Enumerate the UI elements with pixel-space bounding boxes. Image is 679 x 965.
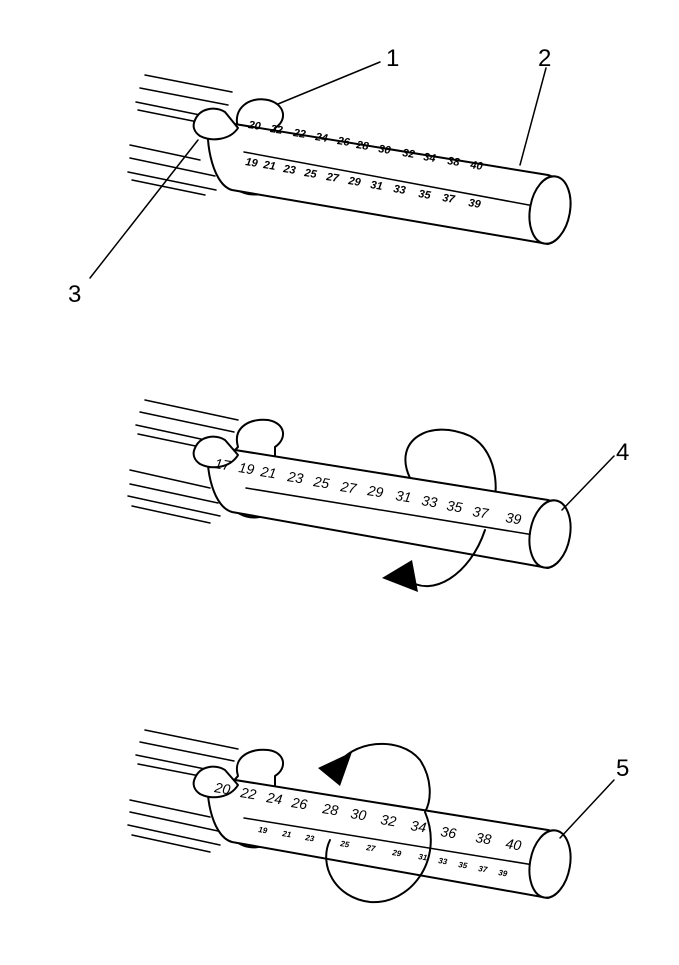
scale-label: 25 <box>312 473 331 491</box>
scale-label: 34 <box>423 151 437 165</box>
gauge-rod-top <box>206 119 568 245</box>
scale-label: 19 <box>238 459 256 477</box>
scale-label: 33 <box>438 856 449 866</box>
scale-middle: 17 19 21 23 25 27 29 31 33 35 37 39 <box>214 455 523 527</box>
rotate-counterclockwise-arrow-icon <box>382 560 418 592</box>
scale-label: 38 <box>447 155 462 169</box>
locating-tab-top <box>192 107 239 141</box>
scale-label: 22 <box>269 123 284 137</box>
scale-label: 26 <box>336 135 352 149</box>
scale-label: 21 <box>259 463 278 481</box>
rotate-clockwise-arrow-icon <box>318 752 352 786</box>
scale-label: 35 <box>418 188 433 202</box>
scale-label: 27 <box>365 843 377 854</box>
callout-5: 5 <box>616 755 629 782</box>
scale-label: 39 <box>505 509 523 527</box>
scale-label: 39 <box>468 197 483 211</box>
scale-label: 28 <box>321 800 340 818</box>
locating-tab-bottom <box>192 765 239 799</box>
scale-label: 28 <box>355 139 371 153</box>
scale-label: 21 <box>262 159 277 173</box>
scale-label: 24 <box>265 789 284 807</box>
scale-label: 37 <box>472 503 491 521</box>
scale-label: 21 <box>281 829 293 840</box>
callout-4: 4 <box>616 439 629 466</box>
callout-3: 3 <box>68 281 81 308</box>
scale-label: 29 <box>366 482 385 500</box>
scale-label: 30 <box>378 143 393 157</box>
shaft-lines-top <box>127 74 233 196</box>
scale-label: 31 <box>395 487 413 505</box>
shaft-lines-bottom <box>127 729 239 853</box>
scale-label: 29 <box>391 848 403 859</box>
scale-label: 23 <box>282 163 297 177</box>
scale-label: 19 <box>245 156 260 170</box>
scale-label: 32 <box>402 147 416 161</box>
scale-label: 19 <box>258 825 269 835</box>
scale-label: 36 <box>440 823 458 841</box>
scale-label: 39 <box>498 868 509 878</box>
scale-label: 22 <box>239 784 258 802</box>
leader-line-5 <box>559 779 615 839</box>
scale-label: 30 <box>350 805 368 823</box>
scale-label: 32 <box>380 811 398 829</box>
scale-label: 34 <box>410 817 428 835</box>
scale-label: 35 <box>446 497 464 515</box>
scale-label: 23 <box>304 833 316 844</box>
scale-label: 23 <box>286 468 305 486</box>
leader-line-4 <box>561 455 615 511</box>
scale-label: 29 <box>347 175 363 189</box>
leader-line-3 <box>89 139 199 279</box>
scale-label: 31 <box>370 179 384 193</box>
shaft-lines-middle <box>127 399 239 524</box>
scale-upper-bottom: 20 22 24 26 28 30 32 34 36 38 40 <box>213 779 523 853</box>
gauge-assembly-middle: 17 19 21 23 25 27 29 31 33 35 37 39 4 <box>127 399 629 592</box>
scale-label: 25 <box>339 839 351 850</box>
scale-label: 33 <box>421 492 439 510</box>
leader-line-2 <box>519 67 547 166</box>
scale-label: 27 <box>325 171 341 185</box>
scale-label: 17 <box>214 455 233 473</box>
gauge-assembly-top: 20 22 22 24 26 28 30 32 34 38 40 19 21 2… <box>68 45 572 308</box>
callout-1: 1 <box>386 45 399 72</box>
scale-lower-top: 19 21 23 25 27 29 31 33 35 37 39 <box>245 156 483 211</box>
scale-label: 38 <box>475 829 493 847</box>
scale-label: 40 <box>469 159 485 173</box>
scale-label: 20 <box>247 119 263 133</box>
scale-label: 24 <box>314 131 329 145</box>
scale-lower-bottom: 19 21 23 25 27 29 31 33 35 37 39 <box>258 825 509 878</box>
scale-label: 22 <box>292 127 307 141</box>
scale-label: 33 <box>393 183 407 197</box>
scale-label: 25 <box>303 167 319 181</box>
scale-label: 40 <box>505 835 523 853</box>
scale-upper-top: 20 22 22 24 26 28 30 32 34 38 40 <box>247 119 485 173</box>
locating-tab-middle <box>192 435 239 469</box>
gauge-assembly-bottom: 20 22 24 26 28 30 32 34 36 38 40 19 21 2… <box>127 729 629 904</box>
scale-label: 35 <box>458 860 469 870</box>
scale-label: 37 <box>478 864 489 874</box>
leader-line-1 <box>277 61 381 105</box>
scale-label: 26 <box>290 794 309 812</box>
scale-label: 20 <box>213 779 232 797</box>
scale-label: 37 <box>442 192 457 206</box>
callout-2: 2 <box>538 45 551 72</box>
scale-label: 27 <box>339 478 359 497</box>
scale-label: 31 <box>418 852 429 862</box>
